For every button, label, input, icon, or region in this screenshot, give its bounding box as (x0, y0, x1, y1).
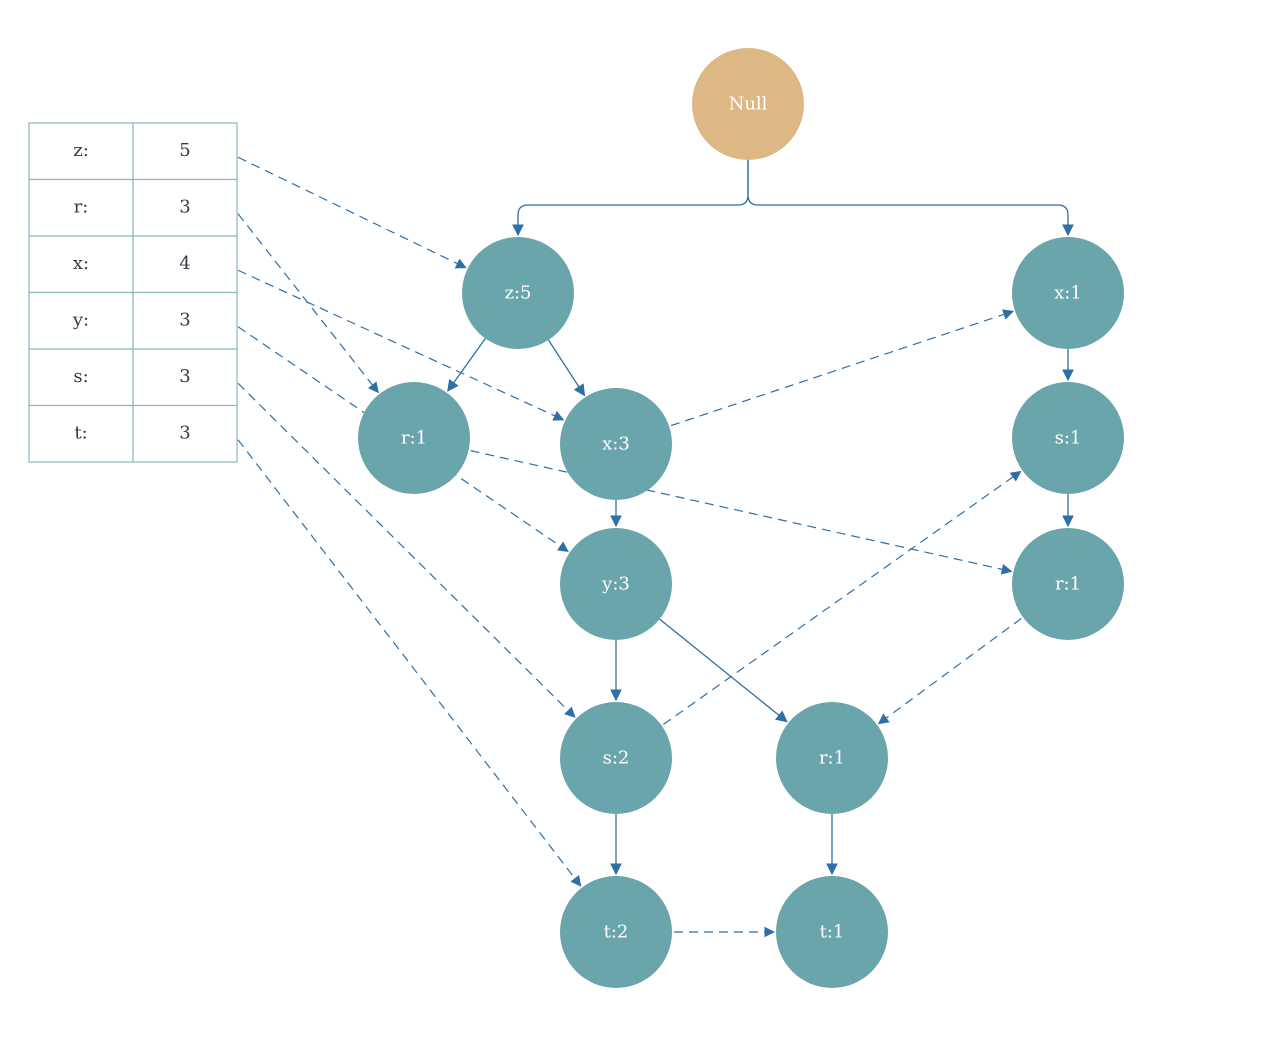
table-count-value: 5 (179, 140, 190, 161)
node-label: x:1 (1054, 283, 1082, 304)
node-circle (776, 702, 888, 814)
node-label: z:5 (505, 283, 532, 304)
table-count-value: 3 (179, 366, 190, 387)
table-item-label: z: (73, 140, 89, 161)
node-circle (1012, 382, 1124, 494)
table-item-label: y: (72, 309, 89, 330)
node-label: Null (729, 94, 768, 115)
node-link-arrow (670, 309, 1015, 427)
tree-edge-arrow (512, 160, 749, 237)
tree-edge-arrow (747, 160, 1074, 237)
table-cell-item (28, 178, 134, 237)
node-circle (1012, 237, 1124, 349)
header-link-arrow (237, 382, 576, 718)
node-label: y:3 (601, 574, 630, 595)
tree-edges (447, 160, 1074, 876)
header-link-arrow (237, 156, 467, 269)
node-link-arrow (877, 617, 1022, 725)
tree-node: r:1 (358, 382, 470, 494)
node-label: r:1 (819, 748, 845, 769)
tree-node: z:5 (462, 237, 574, 349)
node-label: r:1 (1055, 574, 1081, 595)
table-row: t: 3 (28, 404, 238, 463)
table-cell-count (132, 348, 238, 407)
table-count-value: 4 (179, 253, 190, 274)
table-item-label: r: (74, 196, 89, 217)
node-link-arrow (662, 470, 1022, 725)
tree-node: t:1 (776, 876, 888, 988)
node-label: x:3 (602, 434, 630, 455)
table-cell-count (132, 122, 238, 181)
table-row: s: 3 (28, 348, 238, 407)
tree-node: r:1 (1012, 528, 1124, 640)
tree-node: x:1 (1012, 237, 1124, 349)
table-row: x: 4 (28, 235, 238, 294)
table-cell-count (132, 235, 238, 294)
table-count-value: 3 (179, 309, 190, 330)
node-link-arrow (470, 450, 1013, 575)
node-circle (560, 876, 672, 988)
node-label: t:2 (604, 922, 629, 943)
table-cell-item (28, 122, 134, 181)
node-circle (560, 528, 672, 640)
node-label: s:1 (1055, 428, 1082, 449)
table-cell-count (132, 291, 238, 350)
node-circle (358, 382, 470, 494)
tree-node: t:2 (560, 876, 672, 988)
table-cell-count (132, 178, 238, 237)
node-circle (692, 48, 804, 160)
tree-node: x:3 (560, 388, 672, 500)
tree-edge-arrow (447, 338, 486, 392)
tree-node: s:2 (560, 702, 672, 814)
tree-node: s:1 (1012, 382, 1124, 494)
root-node: Null (692, 48, 804, 160)
table-count-value: 3 (179, 422, 190, 443)
table-count-value: 3 (179, 196, 190, 217)
node-circle (776, 876, 888, 988)
table-row: z: 5 (28, 122, 238, 181)
tree-nodes: Null z:5 r:1 x:3 y:3 s:2 t:2 r:1 t:1 x:1 s:1 r:1 (358, 48, 1124, 988)
table-item-label: s: (73, 366, 88, 387)
node-label: s:2 (603, 748, 630, 769)
tree-edge-arrow (547, 339, 586, 397)
node-circle (560, 702, 672, 814)
node-circle (1012, 528, 1124, 640)
table-item-label: x: (73, 253, 89, 274)
table-item-label: t: (74, 422, 87, 443)
tree-edge-arrow (659, 618, 788, 723)
header-table: z: 5 r: 3 x: 4 y: 3 s: 3 t: 3 (28, 122, 238, 463)
node-circle (560, 388, 672, 500)
tree-node: y:3 (560, 528, 672, 640)
header-link-arrow (237, 439, 582, 887)
table-row: r: 3 (28, 178, 238, 237)
table-row: y: 3 (28, 291, 238, 350)
tree-node: r:1 (776, 702, 888, 814)
node-label: r:1 (401, 428, 427, 449)
node-label: t:1 (820, 922, 845, 943)
node-circle (462, 237, 574, 349)
table-cell-count (132, 404, 238, 463)
